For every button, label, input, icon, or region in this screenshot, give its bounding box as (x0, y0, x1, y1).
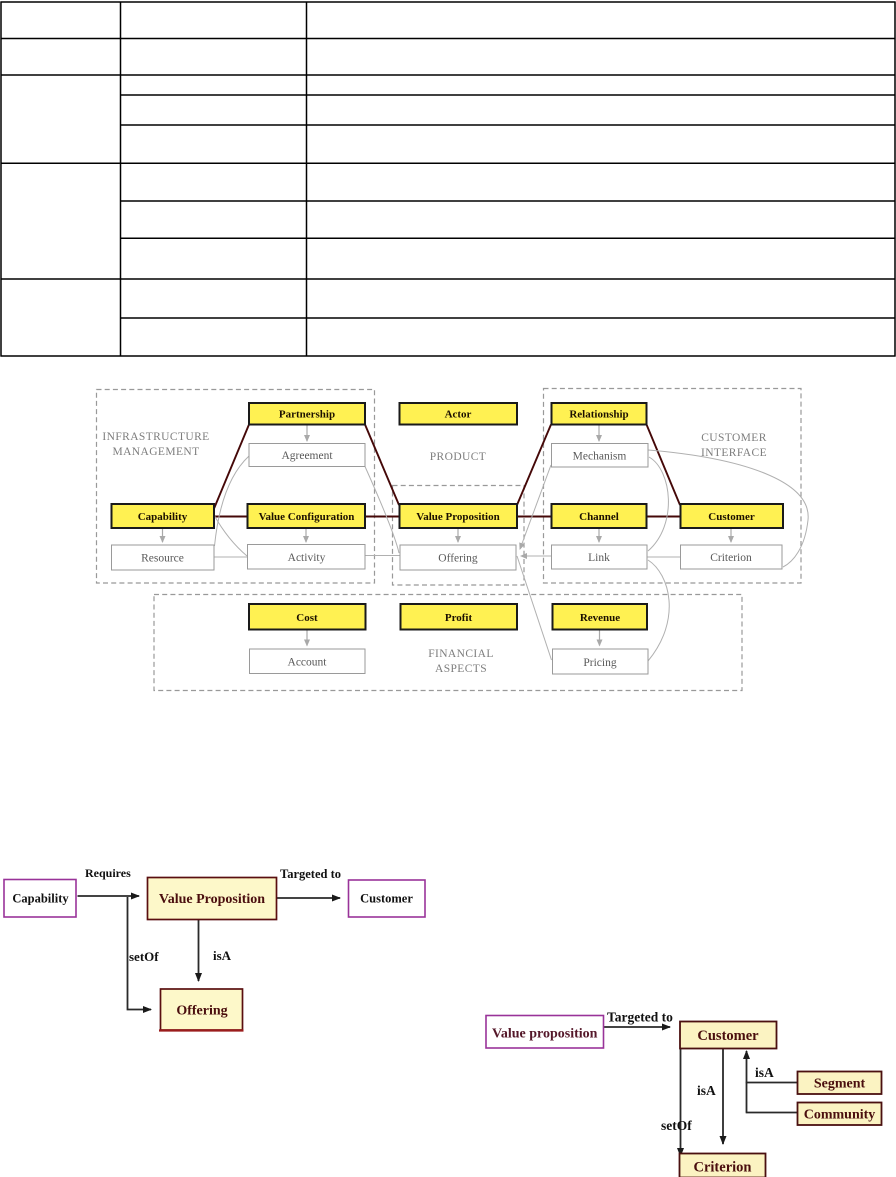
svg-text:Account: Account (288, 657, 328, 669)
svg-text:Criterion: Criterion (694, 1160, 752, 1176)
svg-text:Segment: Segment (814, 1077, 866, 1092)
svg-text:Profit: Profit (445, 612, 473, 624)
svg-text:MANAGEMENT: MANAGEMENT (112, 446, 199, 458)
svg-text:Resource: Resource (141, 553, 184, 565)
svg-text:Targeted to: Targeted to (280, 867, 341, 881)
svg-text:Cost: Cost (296, 612, 318, 624)
svg-text:Value proposition: Value proposition (492, 1027, 598, 1042)
svg-text:Customer: Customer (360, 892, 413, 906)
svg-text:isA: isA (755, 1065, 774, 1080)
svg-text:Actor: Actor (445, 409, 472, 421)
svg-text:isA: isA (697, 1083, 716, 1098)
svg-text:Value Configuration: Value Configuration (259, 511, 355, 523)
svg-text:Community: Community (804, 1108, 876, 1123)
svg-text:Pricing: Pricing (583, 657, 616, 669)
svg-text:Agreement: Agreement (281, 450, 333, 462)
svg-text:isA: isA (213, 948, 232, 963)
svg-text:Offering: Offering (438, 553, 478, 565)
svg-text:setOf: setOf (661, 1118, 692, 1133)
svg-text:Criterion: Criterion (710, 552, 752, 564)
svg-text:INTERFACE: INTERFACE (701, 447, 767, 459)
svg-text:Value Proposition: Value Proposition (416, 511, 499, 523)
svg-text:INFRASTRUCTURE: INFRASTRUCTURE (102, 431, 209, 443)
svg-text:Capability: Capability (12, 892, 69, 906)
svg-text:FINANCIAL: FINANCIAL (428, 648, 494, 660)
svg-text:ASPECTS: ASPECTS (435, 663, 487, 675)
svg-text:Revenue: Revenue (580, 612, 620, 624)
svg-text:Capability: Capability (138, 511, 188, 523)
svg-text:Link: Link (588, 552, 610, 564)
svg-text:Relationship: Relationship (569, 409, 628, 421)
svg-text:Customer: Customer (708, 511, 755, 523)
svg-text:PRODUCT: PRODUCT (430, 451, 486, 463)
svg-text:Partnership: Partnership (279, 409, 335, 421)
svg-text:Mechanism: Mechanism (573, 451, 627, 463)
svg-text:Requires: Requires (85, 866, 131, 880)
svg-text:Channel: Channel (579, 511, 619, 523)
svg-text:Customer: Customer (697, 1028, 759, 1044)
svg-text:Activity: Activity (288, 552, 326, 564)
svg-text:setOf: setOf (129, 949, 159, 964)
svg-text:Offering: Offering (176, 1004, 227, 1019)
svg-text:CUSTOMER: CUSTOMER (701, 432, 767, 444)
svg-text:Value Proposition: Value Proposition (159, 892, 265, 907)
svg-text:Targeted to: Targeted to (607, 1010, 673, 1025)
